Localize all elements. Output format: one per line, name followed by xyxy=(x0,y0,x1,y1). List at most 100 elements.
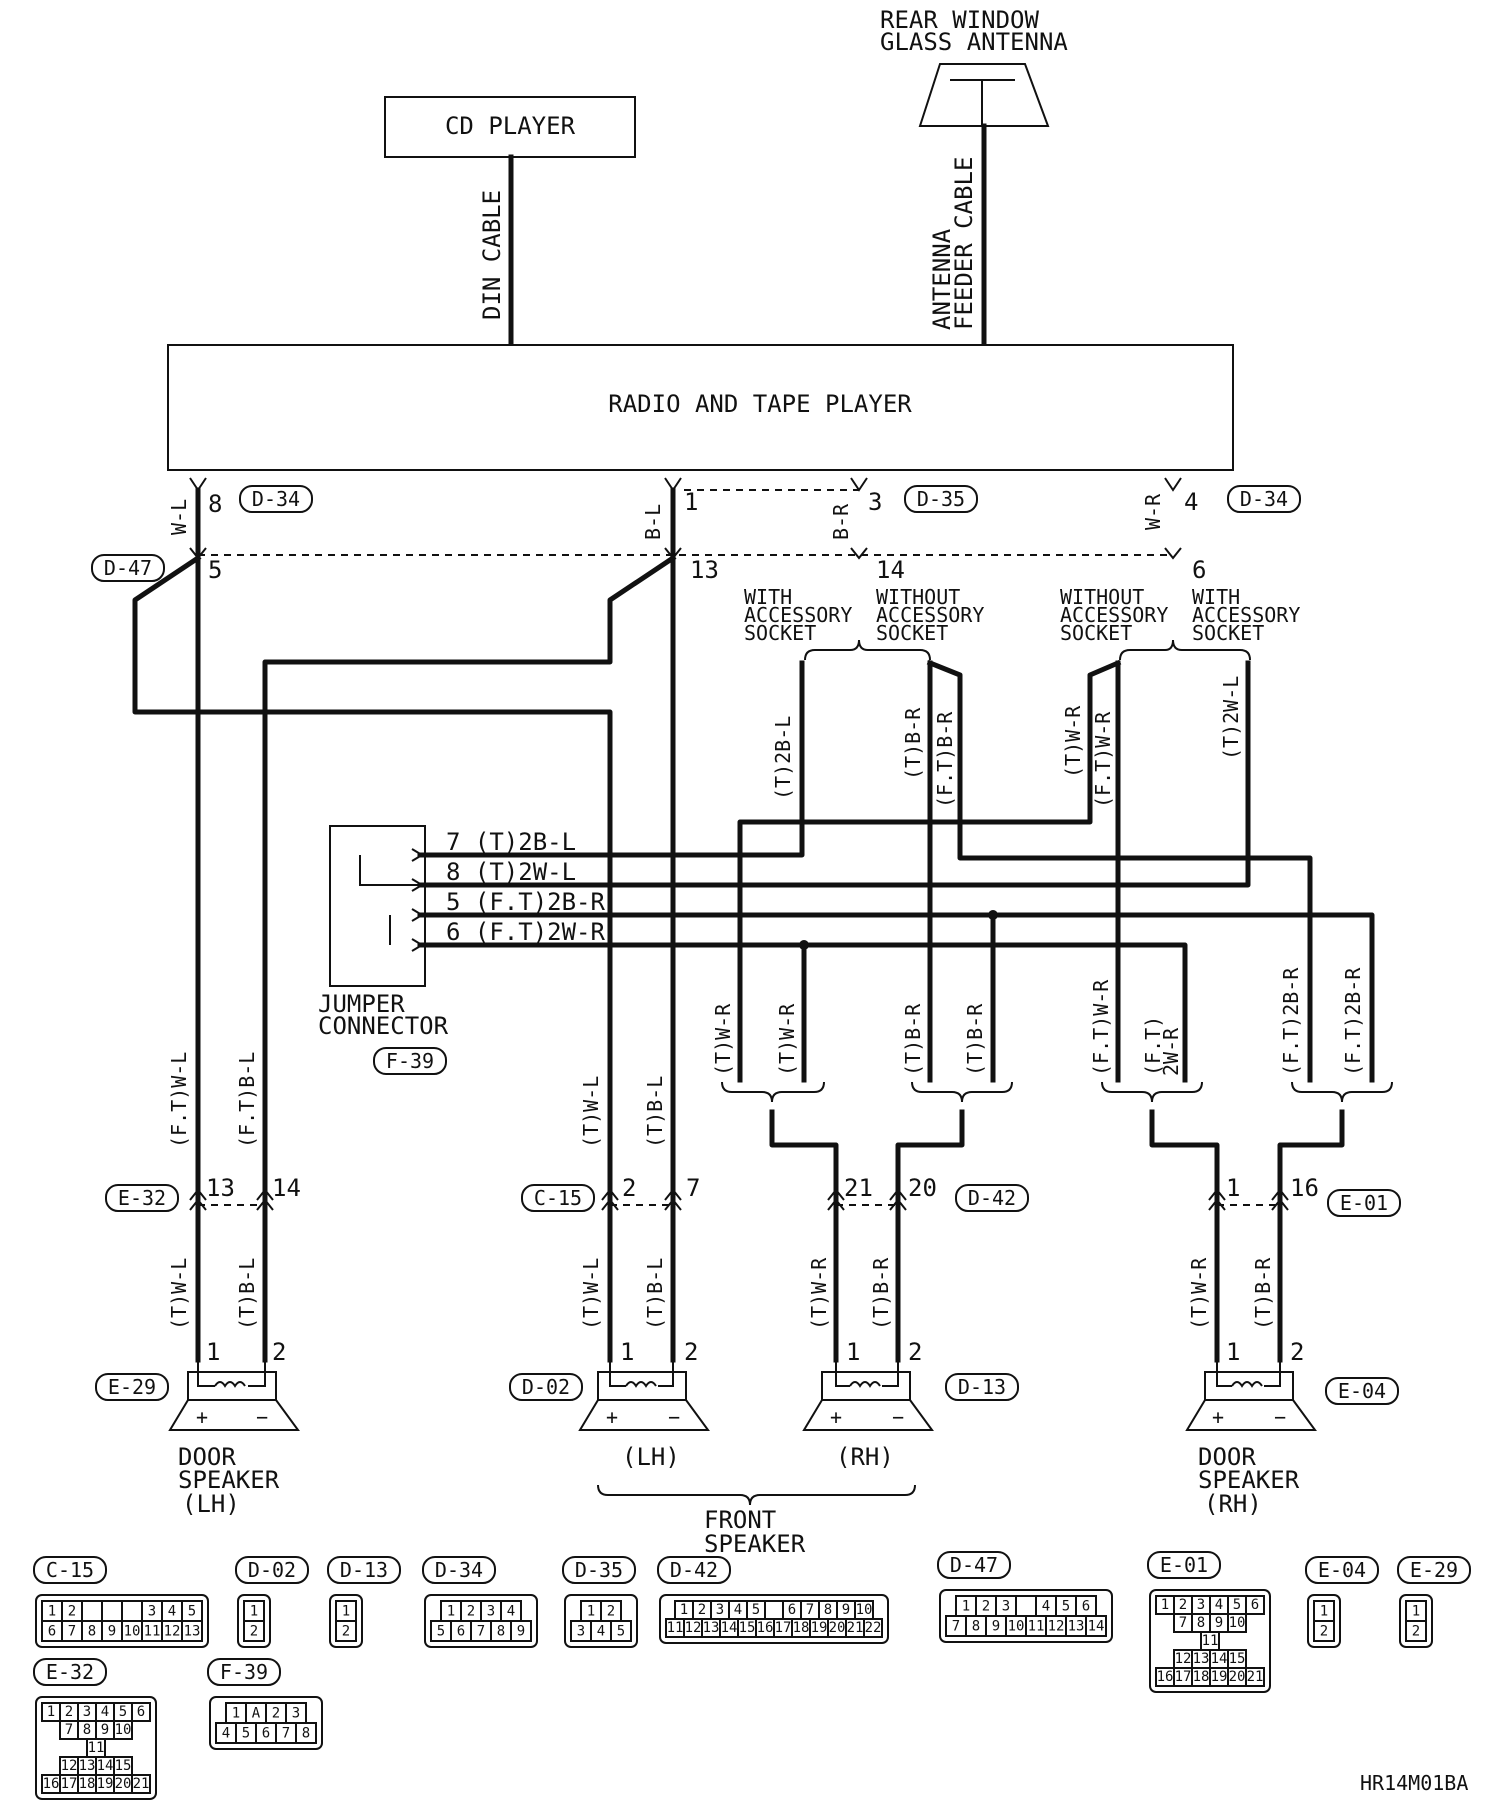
lbl-t2bl: (T)2B-L xyxy=(771,716,795,800)
face-pin: 5 xyxy=(119,1704,127,1720)
pin-d02a: 1 xyxy=(620,1338,634,1366)
face-tag: E-29 xyxy=(1410,1558,1458,1582)
lbl-ft2br-2: (F.T)2B-R xyxy=(1341,967,1365,1076)
without-acc-b1: WITHOUT xyxy=(1060,585,1144,609)
jumper-pin8: 8 (T)2W-L xyxy=(446,858,576,886)
tag-d34b: D-34 xyxy=(1240,487,1288,511)
pin-d42a: 21 xyxy=(844,1174,873,1202)
face-pin: 6 xyxy=(48,1623,56,1639)
pin-j6: 6 xyxy=(1192,556,1206,584)
face-pin: 12 xyxy=(685,1620,702,1636)
face-pin: 20 xyxy=(829,1620,846,1636)
d47-junction: 5 13 14 6 xyxy=(189,547,1206,584)
face-pin: 9 xyxy=(108,1623,116,1639)
face-pin: 1 xyxy=(342,1603,350,1619)
pin-d13b: 2 xyxy=(908,1338,922,1366)
face-pin: 9 xyxy=(517,1623,525,1639)
radio-output-pins: 8 1 3 4 W-L B-L B-R W-R xyxy=(167,477,1198,540)
face-tag: D-42 xyxy=(670,1558,718,1582)
face-pin: 2 xyxy=(250,1623,258,1639)
face-pin: 14 xyxy=(1211,1651,1228,1667)
face-pin: 15 xyxy=(115,1758,132,1774)
face-pin: 13 xyxy=(184,1623,201,1639)
radio-tape-player: RADIO AND TAPE PLAYER xyxy=(167,344,1234,471)
jumper-pin5: 5 (F.T)2B-R xyxy=(446,888,605,916)
pin-e32a: 13 xyxy=(206,1174,235,1202)
face-pin: 14 xyxy=(1088,1618,1105,1634)
pin-e29a: 1 xyxy=(206,1338,220,1366)
face-pin: 2 xyxy=(272,1705,280,1721)
lbl-ftbl: (F.T)B-L xyxy=(235,1052,259,1148)
face-pin: 15 xyxy=(739,1620,756,1636)
face-pin: 9 xyxy=(1215,1615,1223,1631)
face-pin: 7 xyxy=(952,1618,960,1634)
face-pin: 7 xyxy=(65,1722,73,1738)
face-pin: 4 xyxy=(1215,1597,1223,1613)
face-pin: 4 xyxy=(168,1603,176,1619)
face-pin: 6 xyxy=(262,1725,270,1741)
face-pin: 6 xyxy=(788,1602,796,1618)
pin-e04b: 2 xyxy=(1290,1338,1304,1366)
face-pin: 6 xyxy=(137,1704,145,1720)
face-pin: 2 xyxy=(1412,1623,1420,1639)
with-acc-b1: WITH xyxy=(1192,585,1240,609)
face-pin: 11 xyxy=(88,1740,105,1756)
face-pin: 1 xyxy=(47,1704,55,1720)
minus-d13: − xyxy=(892,1405,904,1429)
pin-e01a: 1 xyxy=(1226,1174,1240,1202)
face-pin: 11 xyxy=(144,1623,161,1639)
face-pin: 12 xyxy=(61,1758,78,1774)
lbl-tbr-f1: (T)B-R xyxy=(901,1003,925,1076)
face-tag: D-35 xyxy=(575,1558,623,1582)
face-pin: 13 xyxy=(79,1758,96,1774)
tag-e32: E-32 xyxy=(118,1186,166,1210)
minus-e29: − xyxy=(256,1405,268,1429)
face-pin: 11 xyxy=(1202,1633,1219,1649)
rear-window-antenna: REAR WINDOW GLASS ANTENNA xyxy=(880,6,1068,127)
speaker-d13: + − 1 2 D-13 (RH) xyxy=(802,1338,1019,1471)
lbl-twr-f1: (T)W-R xyxy=(711,1003,735,1076)
without-acc-2: ACCESSORY xyxy=(876,603,984,627)
face-pin: 11 xyxy=(667,1620,684,1636)
face-tag: D-02 xyxy=(248,1558,296,1582)
face-pin: 3 xyxy=(716,1602,724,1618)
tag-e04: E-04 xyxy=(1338,1379,1386,1403)
face-pin: 5 xyxy=(188,1603,196,1619)
lbl-twl: (T)W-L xyxy=(579,1076,603,1148)
face-pin: 5 xyxy=(1233,1597,1241,1613)
face-tag: D-34 xyxy=(435,1558,483,1582)
with-acc-1: WITH xyxy=(744,585,792,609)
face-pin: 22 xyxy=(865,1620,882,1636)
tag-d35: D-35 xyxy=(917,487,965,511)
face-pin: 2 xyxy=(982,1598,990,1614)
face-pin: 2 xyxy=(1179,1597,1187,1613)
face-pin: 3 xyxy=(1002,1598,1010,1614)
face-pin: 10 xyxy=(124,1623,141,1639)
wires xyxy=(132,487,1375,1363)
lbl-tbl-e29: (T)B-L xyxy=(235,1258,259,1330)
speaker-e29: + − 1 2 E-29 DOOR SPEAKER (LH) xyxy=(95,1338,300,1518)
face-pin: 13 xyxy=(1068,1618,1085,1634)
face-pin: 18 xyxy=(793,1620,810,1636)
face-tag: E-32 xyxy=(46,1660,94,1684)
lbl-tbl: (T)B-L xyxy=(643,1076,667,1148)
jumper-label-2: CONNECTOR xyxy=(318,1012,449,1040)
face-pin: 8 xyxy=(497,1623,505,1639)
face-pin: 2 xyxy=(607,1603,615,1619)
face-pin: 18 xyxy=(1193,1669,1210,1685)
lbl-tbr: (T)B-R xyxy=(901,707,925,780)
face-pin: 5 xyxy=(617,1623,625,1639)
pin-e01b: 16 xyxy=(1290,1174,1319,1202)
lbl-ftbr: (F.T)B-R xyxy=(933,711,957,808)
tag-c15: C-15 xyxy=(534,1186,582,1210)
face-pin: 1 xyxy=(680,1602,688,1618)
face-pin: 10 xyxy=(1229,1615,1246,1631)
lbl-tbl-d02: (T)B-L xyxy=(643,1258,667,1330)
